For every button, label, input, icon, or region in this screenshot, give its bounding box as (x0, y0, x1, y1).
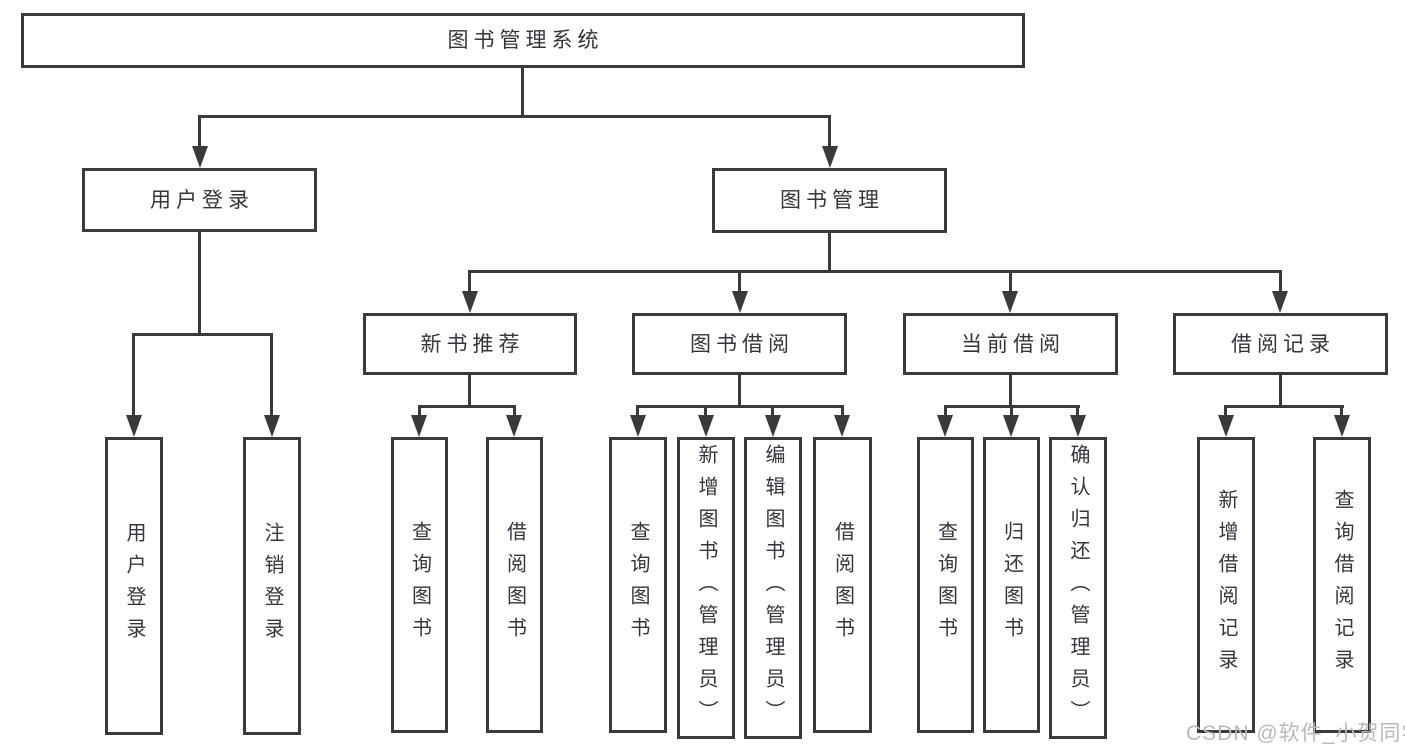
arrowhead-user-login (192, 146, 208, 168)
connector-drop-nb-borrow (513, 405, 516, 419)
connector-book-borrow-bar (637, 405, 844, 408)
connector-drop-bb-borrow (841, 405, 844, 419)
connector-drop-new-book (468, 270, 471, 294)
node-current-borrowing: 当前借阅 (903, 313, 1118, 375)
connector-borrow-record-bar (1225, 405, 1344, 408)
connector-user-login-stem (198, 232, 201, 336)
arrowhead-cb-return (1003, 415, 1019, 437)
arrowhead-new-book (462, 291, 478, 313)
connector-drop-bb-query (636, 405, 639, 419)
connector-book-mgmt-stem (828, 233, 831, 273)
leaf-return-books: 归还图书 (983, 437, 1040, 733)
leaf-edit-books-admin: 编辑图书（管理员） (744, 437, 802, 739)
connector-drop-cb-return (1010, 405, 1013, 419)
leaf-add-borrow-record: 新增借阅记录 (1197, 437, 1255, 733)
leaf-borrow-books: 借阅图书 (813, 437, 872, 733)
connector-drop-bb-edit (771, 405, 774, 419)
arrowhead-br-query (1334, 415, 1350, 437)
connector-drop-logout (270, 333, 273, 419)
connector-drop-br-query (1340, 405, 1343, 419)
arrowhead-book-mgmt (822, 146, 838, 168)
csdn-watermark: CSDN @软件_小贺同学 (1186, 722, 1405, 745)
leaf-add-books-admin: 新增图书（管理员） (677, 437, 735, 739)
leaf-confirm-return-admin: 确认归还（管理员） (1049, 437, 1107, 739)
connector-drop-book-mgmt (828, 115, 831, 149)
arrowhead-borrow-record (1272, 291, 1288, 313)
arrowhead-cb-query (937, 415, 953, 437)
connector-book-borrow-stem (738, 375, 741, 408)
connector-drop-book-borrow (738, 270, 741, 294)
connector-drop-bb-add (704, 405, 707, 419)
arrowhead-book-borrow (732, 291, 748, 313)
connector-drop-br-add (1224, 405, 1227, 419)
connector-root-bar (198, 115, 831, 118)
arrowhead-br-add (1218, 415, 1234, 437)
connector-drop-cb-confirm (1076, 405, 1079, 419)
arrowhead-login (126, 415, 142, 437)
node-book-management: 图书管理 (712, 168, 947, 233)
leaf-query-books-recommend: 查询图书 (391, 437, 448, 733)
arrowhead-bb-borrow (834, 415, 850, 437)
connector-borrow-record-stem (1279, 375, 1282, 408)
node-book-borrowing: 图书借阅 (632, 313, 847, 375)
connector-drop-login (132, 333, 135, 419)
connector-drop-borrow-record (1279, 270, 1282, 294)
connector-current-borrow-stem (1009, 375, 1012, 408)
leaf-borrow-books-recommend: 借阅图书 (486, 437, 543, 733)
connector-user-login-bar (132, 333, 273, 336)
leaf-query-books-borrowing: 查询图书 (609, 437, 667, 733)
leaf-logout: 注销登录 (243, 437, 301, 735)
arrowhead-nb-query (411, 415, 427, 437)
leaf-query-borrow-record: 查询借阅记录 (1313, 437, 1371, 733)
connector-book-mgmt-bar (468, 270, 1282, 273)
arrowhead-bb-edit (765, 415, 781, 437)
connector-drop-cb-query (944, 405, 947, 419)
node-borrowing-records: 借阅记录 (1173, 313, 1388, 375)
connector-drop-nb-query (418, 405, 421, 419)
leaf-user-login: 用户登录 (105, 437, 163, 735)
arrowhead-cb-confirm (1070, 415, 1086, 437)
connector-root-stem (521, 68, 524, 118)
arrowhead-bb-add (698, 415, 714, 437)
arrowhead-nb-borrow (506, 415, 522, 437)
arrowhead-current-borrow (1002, 291, 1018, 313)
connector-drop-current-borrow (1009, 270, 1012, 294)
connector-drop-user-login (198, 115, 201, 149)
connector-new-book-bar (418, 405, 515, 408)
node-library-management-system: 图书管理系统 (21, 13, 1025, 68)
connector-new-book-stem (468, 375, 471, 408)
arrowhead-bb-query (630, 415, 646, 437)
node-new-book-recommend: 新书推荐 (363, 313, 577, 375)
node-user-login: 用户登录 (82, 168, 317, 232)
arrowhead-logout (264, 415, 280, 437)
leaf-query-books-current: 查询图书 (917, 437, 974, 733)
